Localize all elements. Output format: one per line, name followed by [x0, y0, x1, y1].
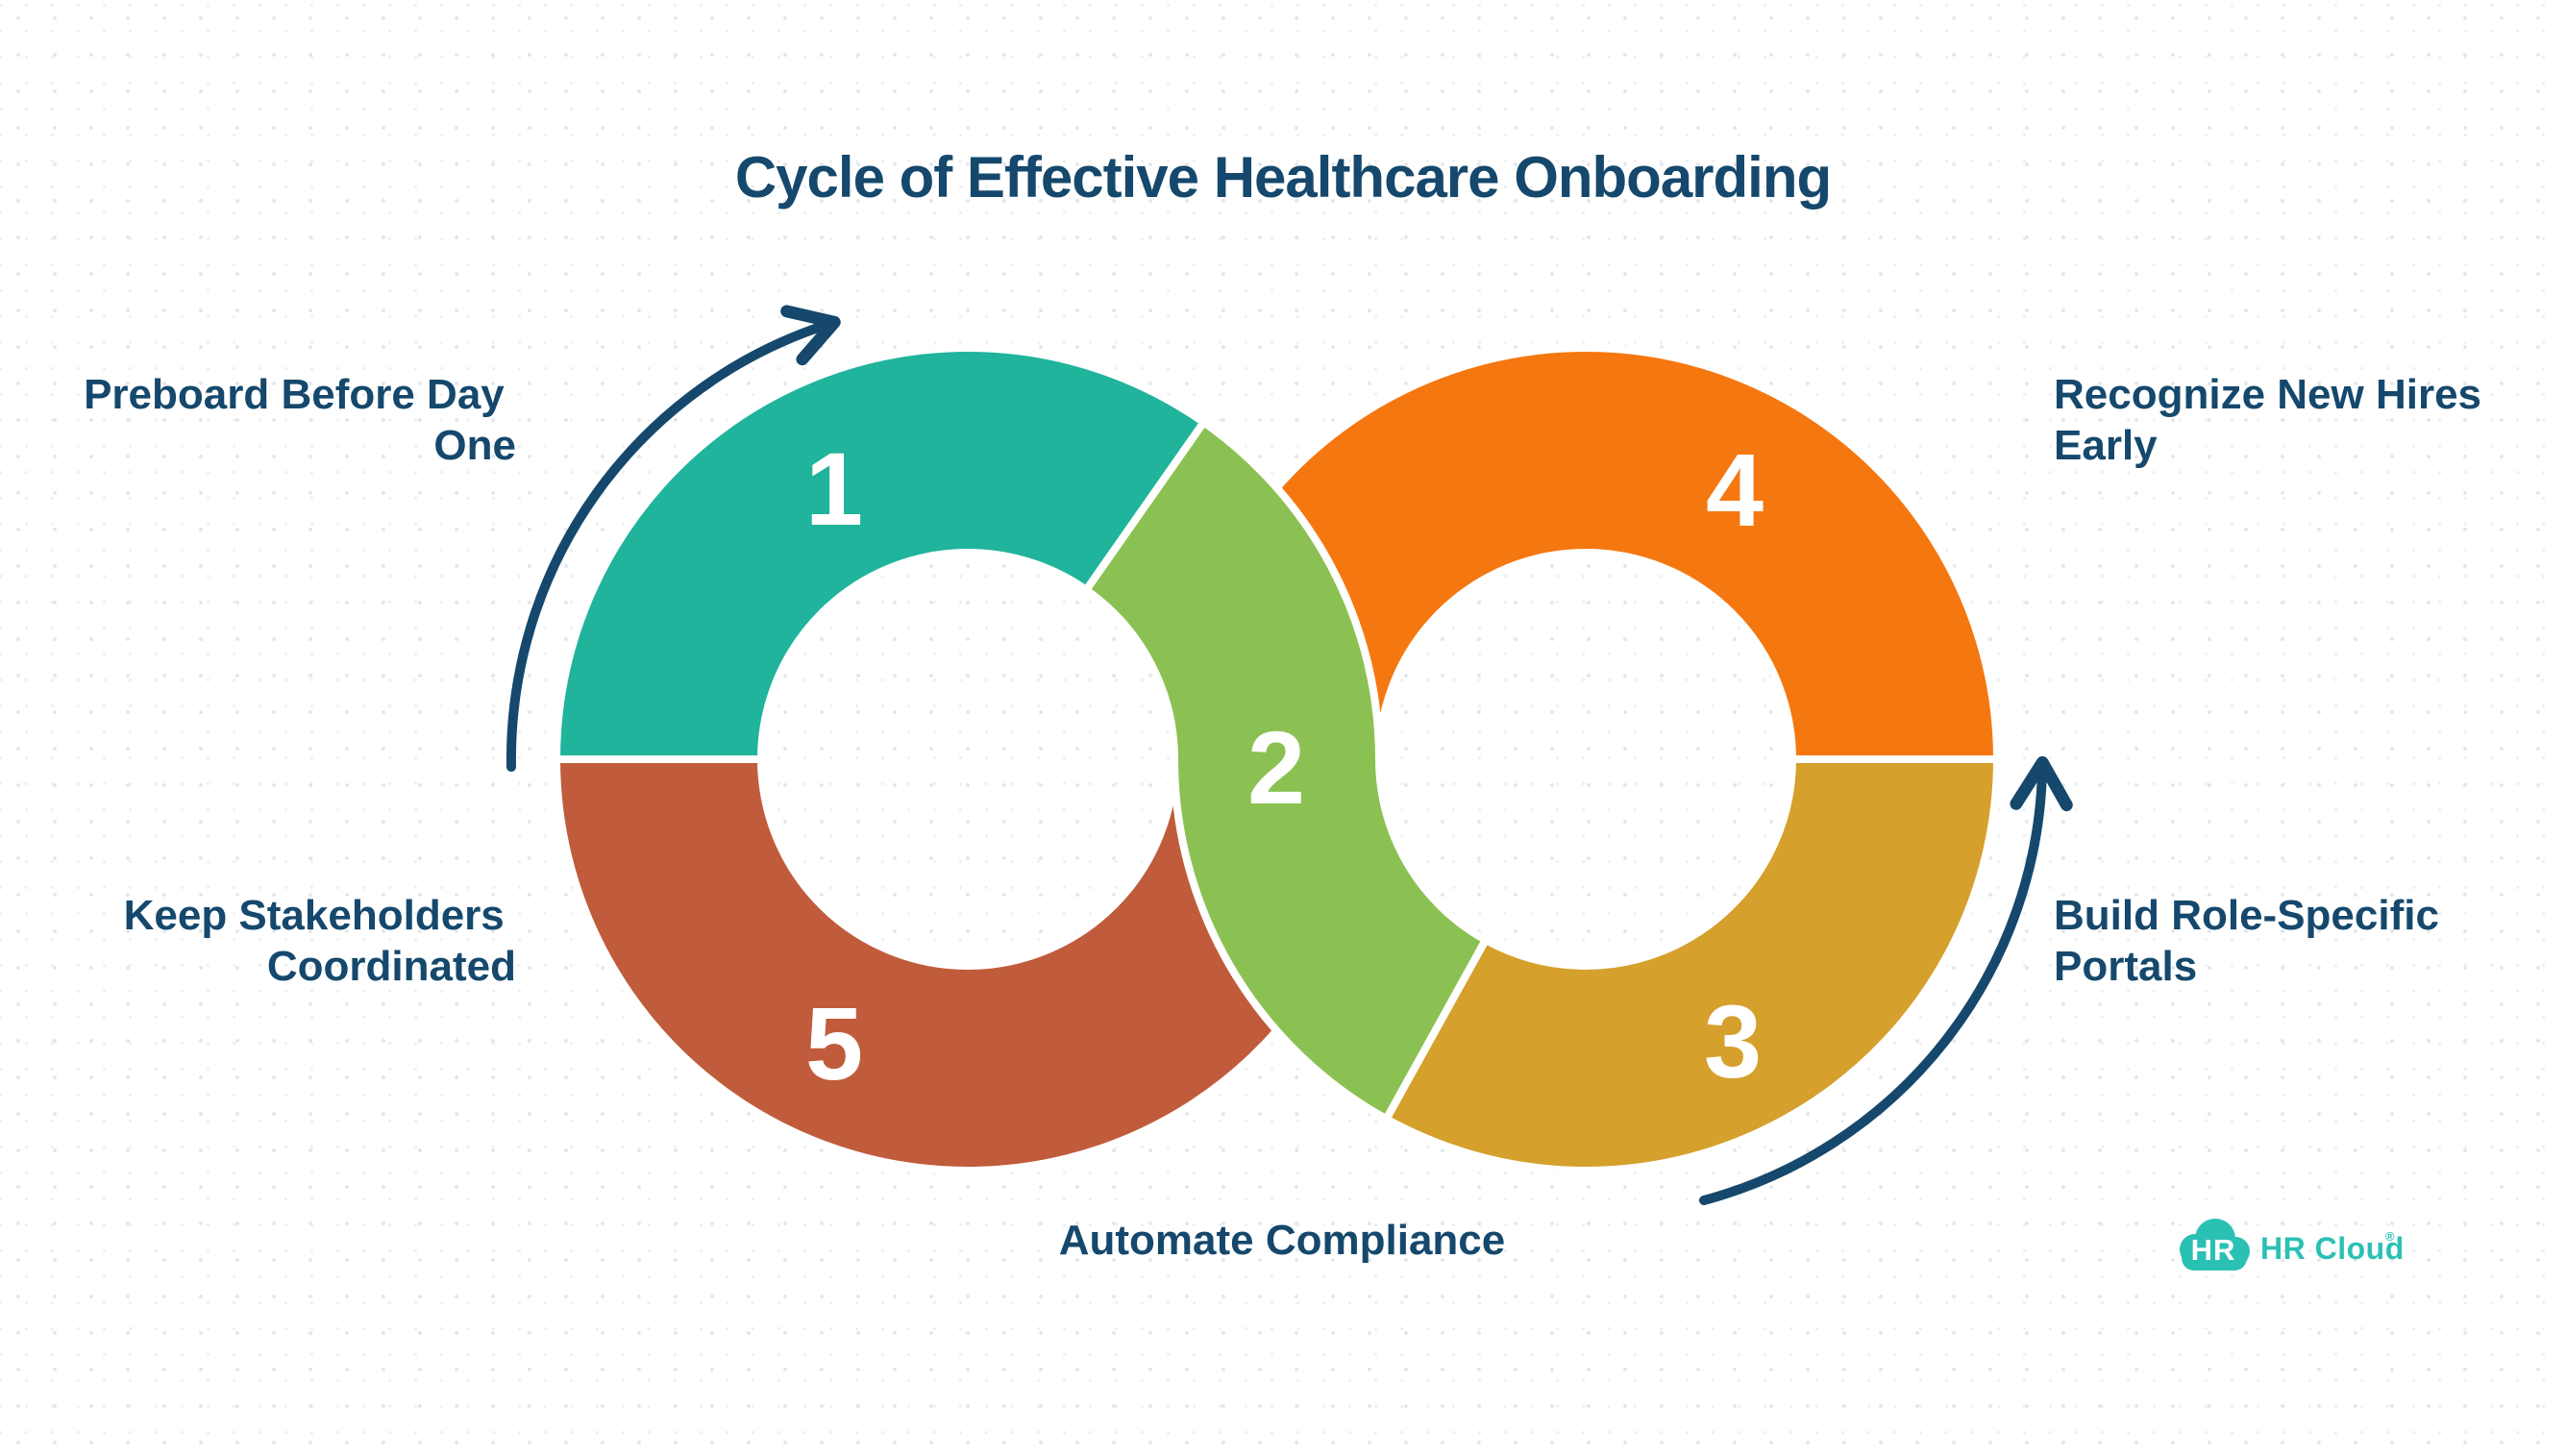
step-4-label-line-2: Early	[2054, 422, 2158, 469]
step-4-number: 4	[1706, 432, 1764, 548]
segment-step-4	[1272, 344, 2001, 763]
cycle-segments	[553, 344, 2001, 1174]
step-2-number: 2	[1247, 709, 1305, 826]
flow-arrow-top-left	[506, 305, 841, 772]
logo-hr-badge: HR	[2191, 1233, 2236, 1267]
flow-arrow-bottom-right	[1699, 755, 2073, 1205]
step-3-label-line-1: Build Role-Specific	[2054, 892, 2439, 939]
step-5-label: Keep Stakeholders Coordinated	[124, 892, 516, 990]
segment-step-5	[553, 755, 1281, 1174]
step-labels: Preboard Before Day One Recognize New Hi…	[84, 371, 2493, 1264]
step-5-label-line-1: Keep Stakeholders	[124, 892, 505, 939]
flow-arrows	[506, 305, 2073, 1205]
step-4-label: Recognize New Hires Early	[2054, 371, 2493, 469]
segment-step-1	[553, 344, 1208, 763]
step-3-number: 3	[1704, 983, 1762, 1099]
step-3-label-line-2: Portals	[2054, 943, 2197, 990]
cloud-icon	[2180, 1219, 2250, 1271]
step-5-number: 5	[805, 985, 863, 1101]
page-title: Cycle of Effective Healthcare Onboarding	[735, 145, 1831, 210]
step-4-label-line-1: Recognize New Hires	[2054, 371, 2481, 418]
step-1-label-line-2: One	[433, 422, 516, 469]
segment-step-2	[1082, 418, 1490, 1123]
logo-wordmark: HR Cloud	[2260, 1231, 2405, 1266]
step-5-label-line-2: Coordinated	[267, 943, 516, 990]
segment-numbers: 1 2 3 4 5	[805, 431, 1764, 1101]
cloud-base	[2182, 1246, 2247, 1271]
segment-step-3	[1382, 755, 2001, 1174]
step-1-label-line-1: Preboard Before Day	[84, 371, 505, 418]
step-2-label: Automate Compliance	[1059, 1217, 1506, 1264]
hr-cloud-logo: HR HR Cloud ®	[2180, 1219, 2405, 1271]
step-1-label: Preboard Before Day One	[84, 371, 516, 469]
step-3-label: Build Role-Specific Portals	[2054, 892, 2451, 990]
step-1-number: 1	[805, 431, 863, 547]
registered-mark: ®	[2385, 1229, 2395, 1244]
